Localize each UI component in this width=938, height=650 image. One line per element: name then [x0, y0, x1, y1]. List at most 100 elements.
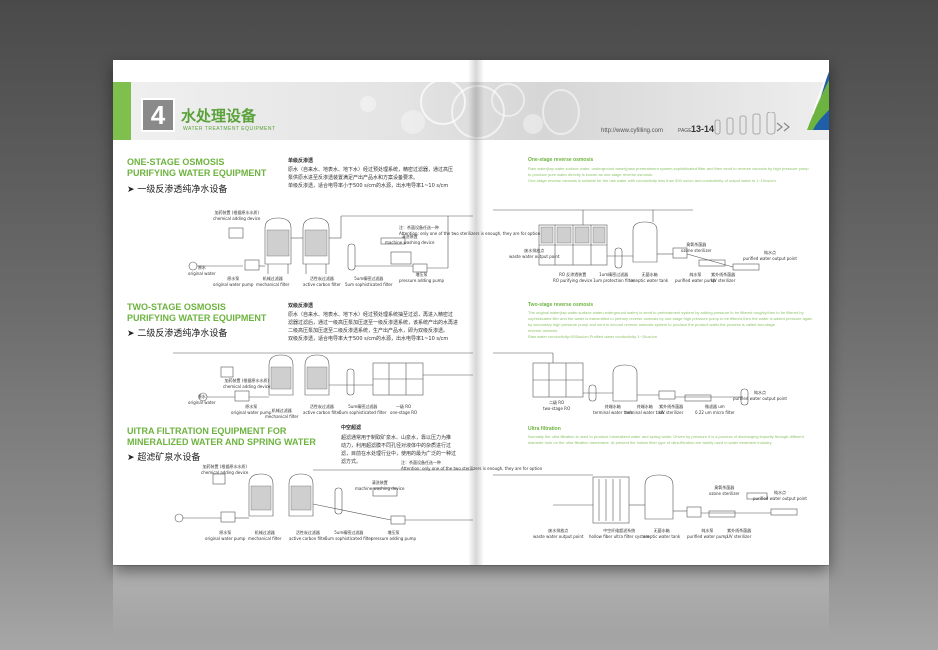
s1-lbl-fine-en: 5um sophisticated filter: [345, 282, 393, 287]
s1-lbl-mech-cn: 机械过滤器: [262, 276, 283, 281]
s1-lbl-pump-en: original water pump: [213, 282, 254, 287]
s3-lbl-carbon-en: active carbon filter: [289, 536, 327, 541]
s3-lbl-fine-en: 5um sophisticated filter: [325, 536, 373, 541]
s2-lbl-carbon-en: active carbon filter: [303, 410, 341, 415]
right-section2-text-2: sophisticated filer and the water is tra…: [528, 316, 813, 321]
section2-title-cn: ➤ 二级反渗透纯净水设备: [127, 329, 228, 339]
r3-lbl-note-cn: 注：杀菌设备任选一种: [401, 460, 441, 465]
section2-desc-4: 双级反渗透，适合电导率大于500 s/cm的水源，出水电导率1~10 s/cm: [288, 336, 449, 342]
section2-desc-3: 二级高压泵加压送至二级反渗透系统，生产出产品水，即为双级反渗透。: [288, 328, 449, 334]
s1-lbl-ow-cn: 原水: [197, 265, 206, 270]
r1-lbl-output-cn: 纯水点: [763, 250, 776, 255]
section3-desc-1: 超滤通常用于制取矿泉水、山泉水，靠以压力为推: [341, 435, 452, 441]
s3-lbl-carbon-cn: 活性炭过滤器: [295, 530, 320, 535]
s3-lbl-pump-en: original water pump: [205, 536, 246, 541]
right-section2-head: Two-stage reverse osmosis: [528, 302, 594, 308]
section1-title-cn-text: 一级反渗透纯净水设备: [137, 185, 228, 195]
section2-desc-2: 滤器过滤后，通过一级高压泵加压送至一级反渗透系统，该系统产出的水再进: [288, 320, 459, 326]
section2-title-en-line2: PURIFYING WATER EQUIPMENT: [127, 313, 267, 323]
right-section1-text-3: One-stage reverse osmosis is suitable fo…: [528, 178, 776, 183]
s1-lbl-fine-cn: 5um精密过滤器: [354, 276, 384, 281]
s1-lbl-wash-cn: 清洗装置: [401, 234, 418, 239]
r3-lbl-tank-en: aseptic water tank: [643, 534, 681, 539]
s2-lbl-fine-en: 5um sophisticated filter: [339, 410, 387, 415]
s2-lbl-mech-cn: 机械过滤器: [271, 408, 292, 413]
right-section3-head: Ultra filtration: [528, 426, 561, 432]
right-section2-text-1: The original water(tap water,surface wat…: [528, 310, 804, 315]
s1-lbl-ow-en: original water: [188, 271, 216, 276]
s3-lbl-wash-en: machine washing device: [355, 486, 405, 491]
r1-lbl-protect-en: 1um protection filter: [593, 278, 635, 283]
page-reflection: [113, 566, 829, 636]
header-accent-bar: [113, 82, 131, 140]
right-section3-process-diagram: [493, 474, 798, 524]
section3-title-en-line1: UITRA FILTRATION EQUIPMENT FOR: [127, 426, 287, 436]
r2-lbl-uv-cn: 紫外线杀菌器: [659, 404, 684, 409]
r1-lbl-ozone-cn: 臭氧杀菌器: [686, 242, 707, 247]
s3-lbl-dosing-cn: 加药装置 (根据原水水质): [202, 464, 247, 469]
s2-lbl-dosing-en: chemical adding device: [223, 384, 271, 389]
s3-lbl-hp-cn: 增压泵: [387, 530, 400, 535]
section1-title-en-line2: PURIFYING WATER EQUIPMENT: [127, 168, 267, 178]
section1-desc-2: 泵供原水进至反渗透装置满足产出产品水和方案设备要求。: [288, 175, 419, 181]
right-section2-process-diagram: [493, 352, 749, 406]
right-section2-text-4: reverse osmosis.: [528, 328, 559, 333]
r1-lbl-ozone-en: ozone sterilizer: [681, 248, 712, 253]
section2-desc-head: 双级反渗透: [288, 303, 314, 309]
r3-lbl-output-en: purified water output point: [753, 496, 807, 501]
s2-lbl-ro1-cn: 一级 RO: [396, 404, 412, 409]
s2-label-dosing: 加药装置 (根据原水水质)chemical adding device: [223, 378, 270, 389]
section3-process-diagram: [174, 469, 473, 525]
s2-lbl-carbon-cn: 活性炭过滤器: [309, 404, 334, 409]
r1-lbl-waste-en: waste water output point: [509, 254, 560, 259]
section2-process-diagram: [173, 352, 473, 402]
section3-desc-4: 滤方式。: [341, 459, 362, 465]
r2-lbl-output-cn: 纯水点: [753, 390, 766, 395]
r2-lbl-uv-en: UV sterilizer: [659, 410, 684, 415]
bottles-icon: [714, 112, 776, 135]
s3-lbl-mech-en: mechanical filter: [248, 536, 282, 541]
r1-lbl-uv-cn: 紫外线杀菌器: [711, 272, 736, 277]
right-section2-text-3: by secondary high pressure pump and sent…: [528, 322, 775, 327]
section1-desc-head: 单级反渗透: [288, 158, 314, 164]
s1-lbl-mech-en: mechanical filter: [256, 282, 290, 287]
s1-lbl-dosing-en: chemical adding device: [213, 216, 261, 221]
page-numbers: 13-14: [691, 124, 715, 134]
section-title-cn: 水处理设备: [181, 107, 257, 125]
r1-lbl-pp-en: purified water pump: [675, 278, 716, 283]
arrow-right-icon: [776, 122, 790, 132]
section3-title-cn: ➤ 超滤矿泉水设备: [127, 453, 201, 463]
r1-lbl-ro-en: RO purifying device: [553, 278, 593, 283]
s1-lbl-wash-en: machine washing device: [385, 240, 435, 245]
header-water-pattern: [360, 82, 580, 139]
s1-lbl-carbon-cn: 活性炭过滤器: [309, 276, 334, 281]
r3-lbl-uv-cn: 紫外线杀菌器: [727, 528, 752, 533]
right-section1-text-1: Raw water(tap water,surface water, under…: [528, 166, 809, 171]
r1-lbl-note-cn: 注：杀菌设备任选一种: [399, 225, 439, 230]
brochure-spread: 4 水处理设备 WATER TREATMENT EQUIPMENT http:/…: [113, 60, 829, 565]
section-title-en: WATER TREATMENT EQUIPMENT: [183, 126, 276, 132]
s3-label-dosing: 加药装置 (根据原水水质)chemical adding device: [201, 464, 248, 475]
r3-lbl-waste-en: waste water output point: [533, 534, 584, 539]
s1-lbl-carbon-en: active carbon filter: [303, 282, 341, 287]
r2-lbl-tank-en: terminal water tank: [593, 410, 633, 415]
